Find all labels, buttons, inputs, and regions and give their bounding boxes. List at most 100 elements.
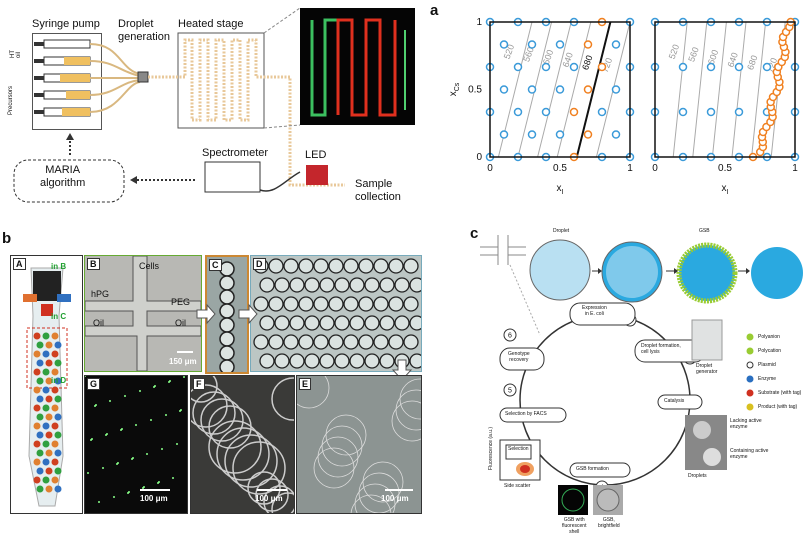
sample-point: [678, 107, 688, 117]
contour-label: 600: [706, 48, 721, 66]
device-droplet: [33, 476, 41, 484]
array-droplet: [409, 277, 421, 293]
fluorescent-dot: [124, 395, 126, 397]
sample-point: [499, 130, 509, 139]
subpanel-b-e-label: E: [299, 378, 312, 390]
c-selection-label: Selection: [508, 446, 529, 452]
fluorescent-dot: [142, 487, 144, 489]
array-droplet: [289, 353, 305, 369]
legend-item: Plasmid: [758, 362, 776, 368]
sample-point: [499, 85, 509, 94]
sample-point: [527, 85, 537, 94]
legend-item: Product (with tag): [758, 404, 798, 410]
faint-circle: [350, 494, 392, 513]
legend-item: Substrate (with tag): [758, 390, 802, 396]
x-tick-label: 0.5: [553, 163, 567, 174]
droplet-generator-chip: [137, 71, 149, 83]
array-droplet: [289, 277, 305, 293]
legend-icon: [746, 375, 754, 383]
array-droplet: [298, 334, 314, 350]
sample-point: [611, 85, 621, 94]
fluorescent-dot: [120, 429, 122, 431]
bubble: [232, 441, 286, 495]
subpanel-b-b: B Cells hPG PEG Oil Oil 150 μm: [84, 255, 202, 372]
array-droplet: [259, 353, 275, 369]
sample-point: [706, 107, 716, 117]
device-droplet: [33, 368, 41, 376]
led-label: LED: [305, 149, 327, 161]
device-droplet: [42, 332, 50, 340]
sample-point: [597, 107, 607, 117]
contour-label: 680: [580, 54, 595, 72]
array-droplet: [409, 353, 421, 369]
device-droplet: [42, 422, 50, 430]
device-droplet: [45, 431, 53, 439]
array-droplet: [388, 296, 404, 312]
fluorescent-dot: [157, 482, 159, 484]
fluorescent-dot: [87, 472, 89, 474]
sample-point: [583, 85, 593, 94]
c-droplet-formation-label: Droplet formation, cell lysis: [641, 343, 681, 355]
array-droplet: [343, 334, 359, 350]
array-droplet: [403, 296, 419, 312]
bubble: [271, 377, 294, 421]
step-number: 5: [508, 388, 512, 395]
device-droplet: [42, 368, 50, 376]
cells-label: Cells: [139, 261, 160, 271]
subpanel-b-g-label: G: [87, 378, 101, 390]
bubble: [247, 471, 281, 505]
device-droplet: [45, 449, 53, 457]
subpanel-b-f-label: F: [193, 378, 205, 390]
subpanel-b-b-label: B: [87, 258, 100, 270]
array-droplet: [358, 258, 374, 274]
y-tick-label: 0: [476, 152, 482, 163]
contour-line: [556, 21, 592, 158]
sample-point: [527, 130, 537, 139]
device-droplet: [36, 449, 44, 457]
plot-frame: [489, 21, 631, 158]
array-droplet: [319, 277, 335, 293]
fluorescent-dot: [139, 390, 141, 392]
device-droplet: [54, 485, 62, 493]
scale-bar-g: [140, 489, 170, 491]
array-droplet: [373, 296, 389, 312]
array-droplet: [379, 315, 395, 331]
array-droplet: [403, 258, 419, 274]
array-droplet: [403, 334, 419, 350]
spectrometer-box: [204, 161, 261, 193]
subpanel-b-c-label: C: [209, 259, 222, 271]
fluorescent-dot: [116, 463, 118, 465]
device-droplet: [42, 458, 50, 466]
panel-label-b: b: [2, 230, 12, 247]
scale-text-e: 100 μm: [381, 494, 409, 503]
faint-circle: [321, 425, 363, 467]
contour-line: [692, 21, 708, 158]
droplet-generation-label: Droplet generation: [118, 18, 170, 43]
bubble: [255, 478, 289, 512]
faint-circle: [317, 436, 359, 478]
fluorescent-dot: [131, 458, 133, 460]
device-droplet: [33, 422, 41, 430]
sample-point: [597, 62, 607, 72]
x-tick-label: 0: [487, 163, 493, 174]
c-droplets-label: Droplets: [688, 473, 707, 479]
c-droplet-label: Droplet: [553, 228, 570, 234]
array-droplet: [298, 258, 314, 274]
step-circle: [503, 383, 517, 397]
array-droplet: [364, 315, 380, 331]
panel-a-schematic: [13, 7, 415, 203]
c-genotype-label: Genotype recovery: [508, 351, 530, 363]
faint-circle: [362, 461, 404, 503]
device-droplet: [42, 350, 50, 358]
device-droplet: [36, 341, 44, 349]
fluorescent-dot: [153, 386, 155, 388]
device-droplet: [42, 404, 50, 412]
maria-box: [13, 159, 125, 203]
faint-circle: [358, 472, 400, 513]
sample-point: [499, 40, 509, 49]
sample-point: [555, 130, 565, 139]
serpentine-channel: [148, 38, 345, 187]
spectrometer-label: Spectrometer: [202, 147, 269, 159]
device-droplet: [33, 386, 41, 394]
contour-label: 560: [686, 46, 701, 64]
